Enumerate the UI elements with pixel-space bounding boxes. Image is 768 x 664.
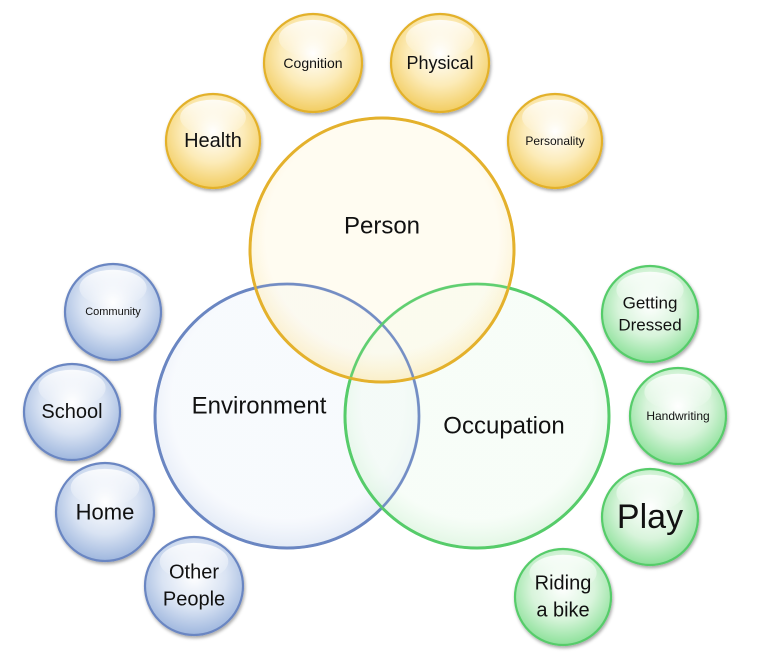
satellite-label: Home — [76, 500, 135, 525]
gloss-highlight — [38, 369, 106, 407]
satellite-getting-dressed — [600, 264, 700, 364]
occupation-label: Occupation — [443, 413, 564, 440]
satellite-community — [63, 262, 163, 362]
gloss-highlight — [644, 373, 712, 411]
satellite-label: Physical — [406, 53, 473, 73]
gloss-highlight — [180, 99, 246, 136]
gloss-highlight — [405, 19, 475, 58]
satellite-cognition — [262, 12, 364, 114]
satellite-label: Cognition — [283, 55, 342, 71]
gloss-highlight — [278, 19, 348, 58]
gloss-highlight — [79, 269, 147, 307]
person-circle — [248, 116, 516, 384]
satellite-label: Riding — [535, 573, 592, 595]
satellite-play — [600, 467, 700, 567]
satellite-label: Community — [85, 306, 141, 318]
gloss-highlight — [522, 99, 588, 136]
satellite-riding-a-bike — [513, 547, 613, 647]
main-circles — [153, 116, 611, 550]
gloss-highlight — [159, 542, 229, 581]
gloss-highlight — [616, 271, 684, 309]
satellite-circles — [22, 12, 728, 647]
satellite-school — [22, 362, 122, 462]
satellite-label: a bike — [536, 600, 589, 622]
satellite-label: Health — [184, 130, 242, 152]
satellite-label: Other — [169, 562, 219, 584]
satellite-handwriting — [628, 366, 728, 466]
person-label: Person — [344, 213, 420, 240]
gloss-highlight — [616, 474, 684, 512]
satellite-label: School — [41, 401, 102, 423]
satellite-label: Handwriting — [646, 409, 709, 423]
person-circle-outline — [248, 116, 516, 384]
occupation-circle-outline — [343, 282, 611, 550]
labels: Health Cognition PhysicalPersonalityCommun… — [41, 53, 709, 622]
environment-circle-outline — [153, 282, 421, 550]
satellite-label: Getting — [623, 294, 678, 313]
satellite-label: Personality — [525, 134, 584, 148]
satellite-physical — [389, 12, 491, 114]
satellite-label: People — [163, 589, 225, 611]
satellite-personality — [506, 92, 604, 190]
satellite-label: Play — [617, 498, 683, 536]
gloss-highlight — [529, 554, 597, 592]
satellite-other-people — [143, 535, 245, 637]
gloss-highlight — [70, 468, 140, 507]
satellite-label: Dressed — [618, 316, 681, 335]
environment-label: Environment — [192, 393, 327, 420]
satellite-health — [164, 92, 262, 190]
satellite-home — [54, 461, 156, 563]
